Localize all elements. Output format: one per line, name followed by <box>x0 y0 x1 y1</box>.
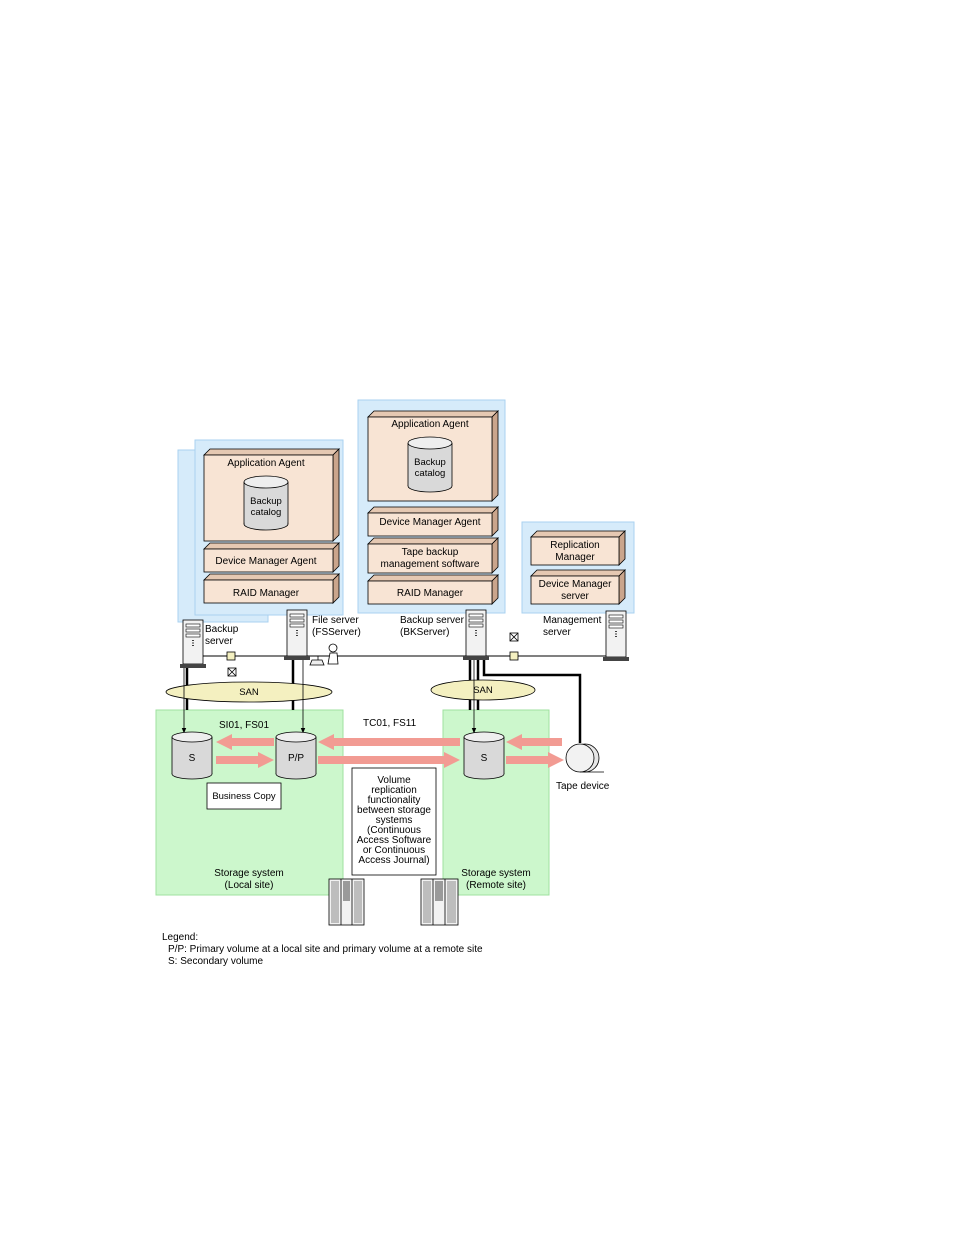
replication-manager-line2: Manager <box>555 552 595 563</box>
replication-note-box <box>351 767 437 876</box>
backup-raid-manager-box <box>367 574 499 605</box>
management-server-label-1: Management <box>543 615 602 626</box>
tape-backup-software-box <box>367 537 499 574</box>
san-remote-ellipse <box>430 679 536 701</box>
device-manager-server-line2: server <box>561 591 589 602</box>
lan-connector-local <box>226 651 237 677</box>
file-server-label-2: (FSServer) <box>312 627 361 638</box>
backup-application-agent-label: Application Agent <box>391 419 469 430</box>
replication-manager-box <box>530 530 626 566</box>
san-local-ellipse <box>165 681 333 703</box>
local-raid-manager-box <box>203 573 340 604</box>
business-copy-label: Business Copy <box>212 791 276 802</box>
tape-backup-label-line2: management software <box>381 559 480 570</box>
device-manager-server-box <box>530 569 626 605</box>
san-local-label: SAN <box>239 687 259 698</box>
user-icon <box>309 643 339 666</box>
local-backup-server-label-1: Backup <box>205 624 239 635</box>
storage-remote-label-2: (Remote site) <box>466 880 526 891</box>
tape-device-label: Tape device <box>556 781 610 792</box>
management-server-label-2: server <box>543 627 571 638</box>
svg-text:functionality: functionality <box>368 795 421 806</box>
legend-item-primary: P/P: Primary volume at a local site and … <box>168 944 483 955</box>
svg-text:Access Software: Access Software <box>357 835 432 846</box>
svg-text:between storage: between storage <box>357 805 431 816</box>
local-secondary-volume: S <box>171 731 213 780</box>
management-server-icon <box>603 610 629 661</box>
svg-text:or Continuous: or Continuous <box>363 845 425 856</box>
legend-title: Legend: <box>162 932 198 943</box>
svg-text:(Continuous: (Continuous <box>367 825 421 836</box>
storage-local-label-2: (Local site) <box>225 880 274 891</box>
svg-text:replication: replication <box>371 785 417 796</box>
local-storage-cabinet-icon <box>328 878 365 926</box>
tape-backup-label-line1: Tape backup <box>402 547 459 558</box>
backup-server-label-2: (BKServer) <box>400 627 449 638</box>
svg-text:Access Journal): Access Journal) <box>358 855 429 866</box>
local-raid-manager-label: RAID Manager <box>233 588 300 599</box>
business-copy-box <box>206 782 282 810</box>
file-server-label-1: File server <box>312 615 359 626</box>
san-remote-label: SAN <box>473 685 493 696</box>
local-backup-server-label-2: server <box>205 636 233 647</box>
file-server-icon <box>284 609 310 660</box>
replication-note-text: Volume replication functionality between… <box>357 775 432 866</box>
pair-remote-label: TC01, FS11 <box>363 718 417 729</box>
local-backup-server-icon <box>180 619 206 668</box>
pair-local-label: SI01, FS01 <box>219 720 269 731</box>
local-application-agent-label: Application Agent <box>227 458 305 469</box>
backup-device-manager-agent-box <box>367 506 499 537</box>
local-device-manager-agent-label: Device Manager Agent <box>215 556 316 567</box>
svg-text:systems: systems <box>376 815 413 826</box>
storage-local-label-1: Storage system <box>214 868 283 879</box>
storage-remote-label-1: Storage system <box>461 868 530 879</box>
local-backup-catalog: Backup catalog <box>243 475 289 531</box>
backup-catalog-line1: Backup <box>414 457 446 468</box>
remote-secondary-volume-label: S <box>481 753 488 764</box>
local-device-manager-agent-box <box>203 542 340 573</box>
remote-storage-cabinet-icon <box>420 878 459 926</box>
device-manager-server-line1: Device Manager <box>539 579 612 590</box>
local-catalog-line2: catalog <box>251 507 282 518</box>
backup-raid-manager-label: RAID Manager <box>397 588 464 599</box>
lan-connector-remote <box>509 632 519 661</box>
primary-volume-label: P/P <box>288 753 304 764</box>
svg-text:Volume: Volume <box>377 775 411 786</box>
backup-backup-catalog: Backup catalog <box>407 436 453 493</box>
backup-server-label-1: Backup server <box>400 615 465 626</box>
tape-device-icon <box>565 743 604 773</box>
remote-secondary-volume: S <box>463 731 505 780</box>
backup-server-icon <box>463 609 489 660</box>
replication-arrows <box>216 734 564 768</box>
primary-volume: P/P <box>275 731 317 780</box>
legend-item-secondary: S: Secondary volume <box>168 956 263 967</box>
local-catalog-line1: Backup <box>250 496 282 507</box>
backup-catalog-line2: catalog <box>415 468 446 479</box>
local-secondary-volume-label: S <box>189 753 196 764</box>
replication-manager-line1: Replication <box>550 540 599 551</box>
tape-link <box>482 660 582 743</box>
backup-device-manager-agent-label: Device Manager Agent <box>379 517 480 528</box>
